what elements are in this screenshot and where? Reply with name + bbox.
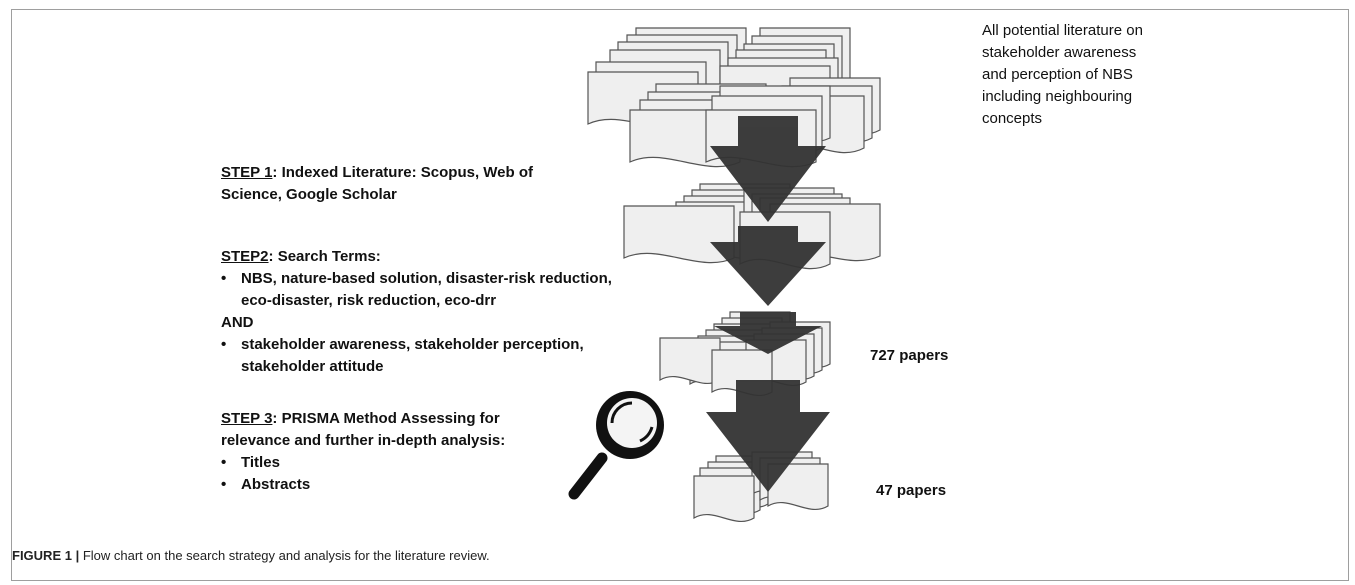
top-note: All potential literature on stakeholder …	[982, 20, 1143, 130]
bullet: •	[221, 336, 227, 353]
bullet: •	[221, 270, 227, 287]
search-terms-line: eco-disaster, risk reduction, eco-drr	[241, 292, 497, 309]
top-note-line: and perception of NBS	[982, 66, 1133, 83]
and-operator: AND	[221, 314, 254, 331]
step1-block: STEP 1: Indexed Literature: Scopus, Web …	[221, 162, 533, 206]
document-stack-icon	[587, 27, 881, 168]
caption-text: Flow chart on the search strategy and an…	[82, 548, 490, 563]
count-47: 47 papers	[876, 482, 947, 499]
top-note-line: concepts	[982, 110, 1043, 127]
step3-text: relevance and further in-depth analysis:	[221, 432, 506, 449]
top-note-line: stakeholder awareness	[982, 44, 1137, 61]
step3-heading: STEP 3	[221, 410, 273, 427]
step3-item: Abstracts	[241, 476, 311, 493]
step1-text: : Indexed Literature: Scopus, Web of	[272, 164, 534, 181]
count-727: 727 papers	[870, 347, 949, 364]
step3-item: Titles	[241, 454, 280, 471]
bullet: •	[221, 476, 227, 493]
magnifier-icon	[568, 391, 664, 500]
caption-label: FIGURE 1 |	[12, 548, 80, 563]
funnel-arrow-icon	[706, 116, 830, 492]
step2-text: : Search Terms:	[268, 248, 381, 265]
step1-heading: STEP 1	[221, 164, 273, 181]
search-terms-line: NBS, nature-based solution, disaster-ris…	[241, 270, 612, 287]
figure-caption: FIGURE 1 | Flow chart on the search stra…	[12, 548, 490, 563]
bullet: •	[221, 454, 227, 471]
search-terms-line: stakeholder awareness, stakeholder perce…	[241, 336, 584, 353]
step3-block: STEP 3: PRISMA Method Assessing for rele…	[221, 408, 505, 496]
top-note-line: All potential literature on	[982, 22, 1143, 39]
step1-text: Science, Google Scholar	[221, 186, 397, 203]
step2-block: STEP2: Search Terms: • NBS, nature-based …	[221, 246, 612, 378]
search-terms-line: stakeholder attitude	[241, 358, 384, 375]
step3-text: : PRISMA Method Assessing for	[272, 410, 500, 427]
top-note-line: including neighbouring	[982, 88, 1133, 105]
step2-heading: STEP2	[221, 248, 269, 265]
